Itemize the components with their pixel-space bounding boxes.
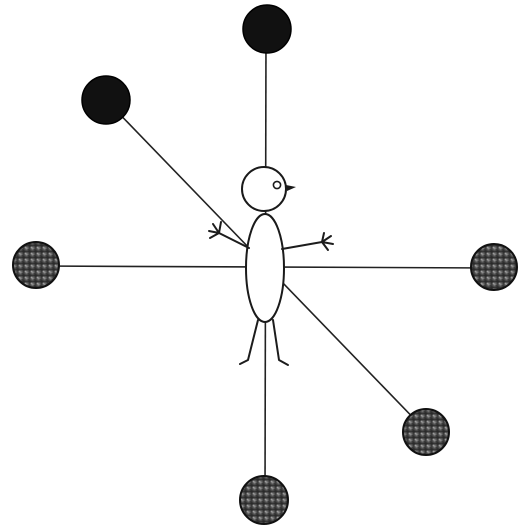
stick-figure-icon [209, 167, 333, 365]
figure-head [242, 167, 286, 211]
ball-top [243, 5, 291, 53]
figure-right-leg [273, 320, 288, 365]
ball-left [13, 242, 59, 288]
figure-eye [273, 181, 280, 188]
figure-left-arm [219, 233, 249, 248]
figure-right-arm [282, 242, 322, 249]
ball-bottom [240, 476, 288, 524]
figure-right-hand [322, 233, 333, 250]
ball-upper-left [82, 76, 130, 124]
figure-left-leg [240, 320, 258, 364]
figure-nose [286, 185, 296, 191]
figure-torso [246, 214, 284, 322]
figure-left-hand [209, 222, 221, 238]
ball-right [471, 244, 517, 290]
ball-lower-right [403, 409, 449, 455]
